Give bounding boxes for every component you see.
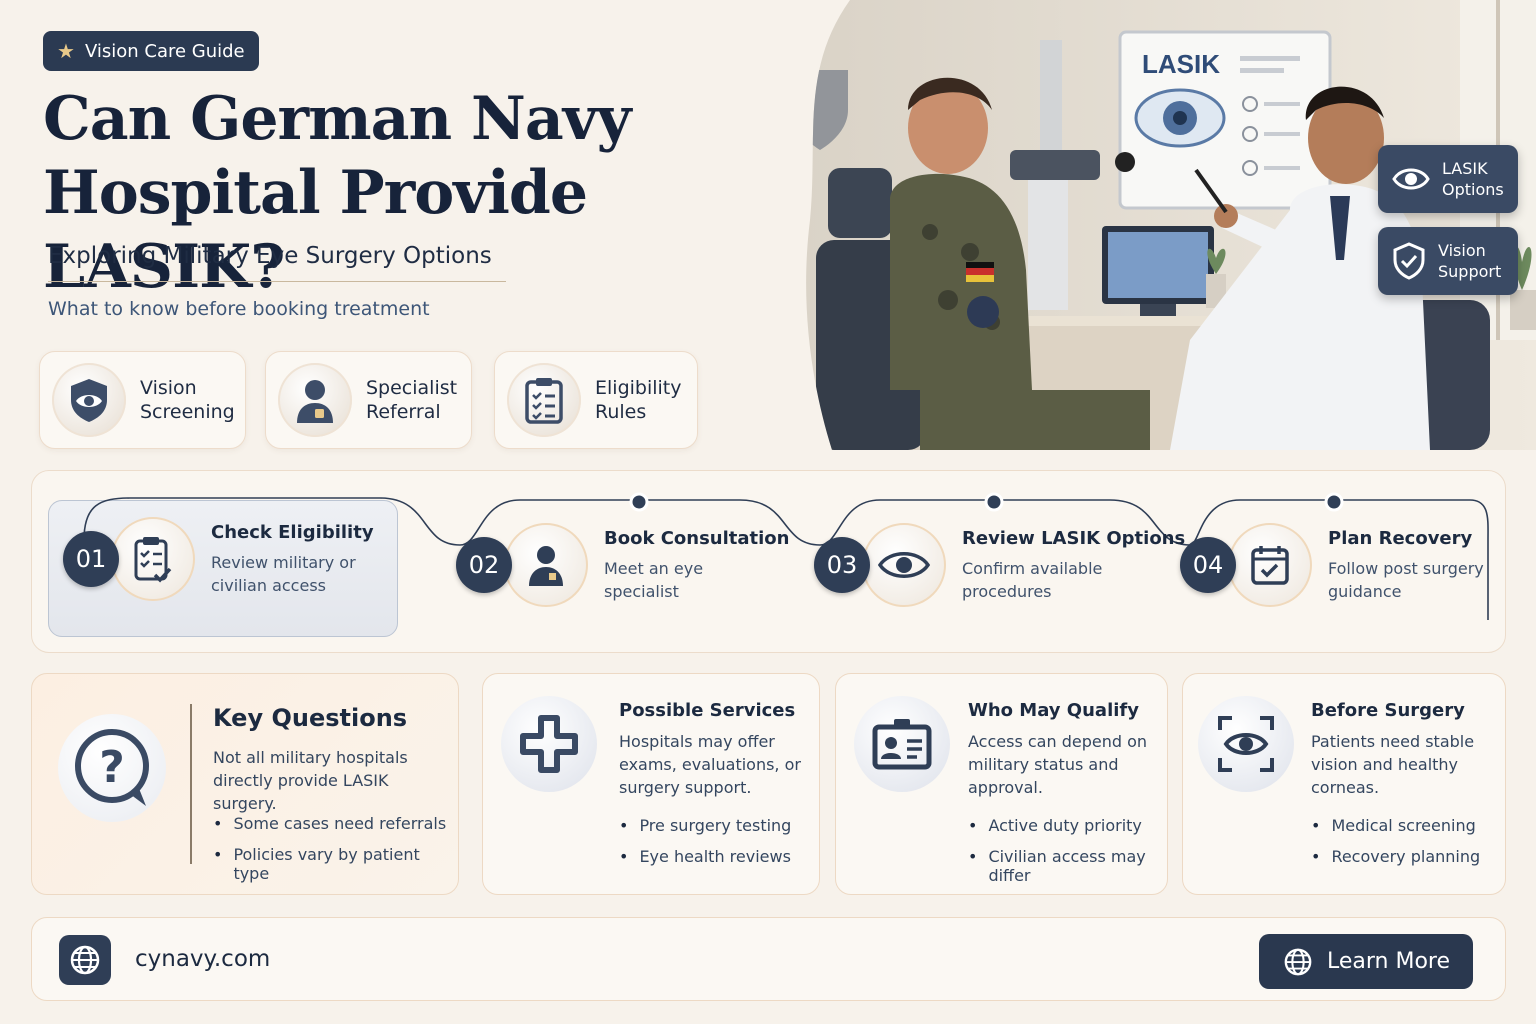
svg-text:?: ? [99, 742, 125, 793]
card-bullet: Pre surgery testing [619, 816, 791, 847]
feature-specialist-referral: Specialist Referral [265, 351, 472, 449]
card-desc: Access can depend on military status and… [968, 732, 1147, 797]
clipboard-checklist-icon [507, 363, 581, 437]
side-card-label: LASIK Options [1442, 159, 1504, 199]
step-title: Check Eligibility [211, 521, 374, 543]
vision-care-badge: ★ Vision Care Guide [43, 31, 259, 71]
medical-cross-icon [501, 696, 597, 792]
eye-icon [1392, 168, 1430, 190]
vision-support-card[interactable]: Vision Support [1378, 227, 1518, 295]
step-desc: Confirm available procedures [962, 558, 1103, 601]
card-title: Key Questions [213, 704, 408, 732]
card-divider [190, 704, 192, 864]
card-bullet: Recovery planning [1311, 847, 1480, 878]
doctor-icon [278, 363, 352, 437]
card-before-surgery: Before Surgery Patients need stable visi… [1182, 673, 1506, 895]
card-who-may-qualify: Who May Qualify Access can depend on mil… [835, 673, 1168, 895]
card-desc: Patients need stable vision and healthy … [1311, 732, 1475, 797]
shield-check-icon [1393, 242, 1425, 280]
site-link[interactable]: cynavy.com [135, 946, 271, 972]
card-title: Before Surgery [1311, 700, 1465, 721]
feature-eligibility-rules: Eligibility Rules [494, 351, 698, 449]
feature-label: Vision Screening [140, 377, 235, 423]
step-node-dot [984, 492, 1004, 512]
step-title: Plan Recovery [1328, 527, 1473, 549]
calendar-check-icon [1228, 523, 1312, 607]
card-possible-services: Possible Services Hospitals may offer ex… [482, 673, 820, 895]
step-title: Review LASIK Options [962, 527, 1186, 549]
card-bullet: Civilian access may differ [968, 847, 1167, 885]
step-number: 03 [814, 537, 870, 593]
step-number: 01 [63, 531, 119, 587]
star-icon: ★ [57, 39, 75, 63]
doctor-icon [504, 523, 588, 607]
step-plan-recovery[interactable]: 04 Plan Recovery Follow post surgery gui… [1180, 520, 1484, 610]
eye-scan-icon [1198, 696, 1294, 792]
lasik-board-text: LASIK [1142, 49, 1220, 79]
card-title: Who May Qualify [968, 700, 1139, 721]
step-check-eligibility[interactable]: 01 Check Eligibility Review military or … [63, 514, 374, 604]
step-number: 04 [1180, 537, 1236, 593]
feature-label: Eligibility Rules [595, 377, 682, 423]
globe-icon [1284, 948, 1312, 975]
id-card-icon [854, 696, 950, 792]
eye-icon [862, 523, 946, 607]
learn-more-label: Learn More [1327, 949, 1451, 974]
title-line-1: Can German Navy [43, 84, 631, 154]
globe-icon [59, 935, 111, 985]
card-bullet: Eye health reviews [619, 847, 791, 878]
card-bullet: Some cases need referrals [213, 814, 458, 845]
step-desc: Meet an eye specialist [604, 558, 704, 601]
step-node-dot [629, 492, 649, 512]
page-title: Can German Navy Hospital Provide LASIK? [43, 82, 803, 304]
card-desc: Not all military hospitals directly prov… [213, 748, 408, 813]
step-book-consultation[interactable]: 02 Book Consultation Meet an eye special… [456, 520, 789, 610]
card-bullet: Policies vary by patient type [213, 845, 458, 883]
card-bullet: Medical screening [1311, 816, 1480, 847]
side-card-label: Vision Support [1438, 241, 1502, 281]
shield-eye-icon [52, 363, 126, 437]
lasik-options-card[interactable]: LASIK Options [1378, 145, 1518, 213]
feature-vision-screening: Vision Screening [39, 351, 246, 449]
question-bubble-icon: ? [58, 714, 166, 822]
step-desc: Follow post surgery guidance [1328, 558, 1484, 601]
badge-label: Vision Care Guide [84, 40, 245, 62]
learn-more-button[interactable]: Learn More [1259, 934, 1473, 989]
step-desc: Review military or civilian access [211, 552, 356, 595]
card-desc: Hospitals may offer exams, evaluations, … [619, 732, 801, 797]
card-key-questions: ? Key Questions Not all military hospita… [31, 673, 459, 895]
feature-label: Specialist Referral [366, 377, 458, 423]
step-number: 02 [456, 537, 512, 593]
clipboard-check-icon [111, 517, 195, 601]
card-bullet: Active duty priority [968, 816, 1167, 847]
hero-illustration: LASIK [770, 0, 1536, 450]
step-review-lasik-options[interactable]: 03 Review LASIK Options Confirm availabl… [814, 520, 1185, 610]
page-subtitle: Exploring Military Eye Surgery Options [48, 243, 506, 282]
step-node-dot [1324, 492, 1344, 512]
title-line-2: Hospital Provide LASIK? [43, 158, 588, 302]
step-title: Book Consultation [604, 527, 790, 549]
card-title: Possible Services [619, 700, 796, 721]
page-tagline: What to know before booking treatment [48, 298, 430, 320]
